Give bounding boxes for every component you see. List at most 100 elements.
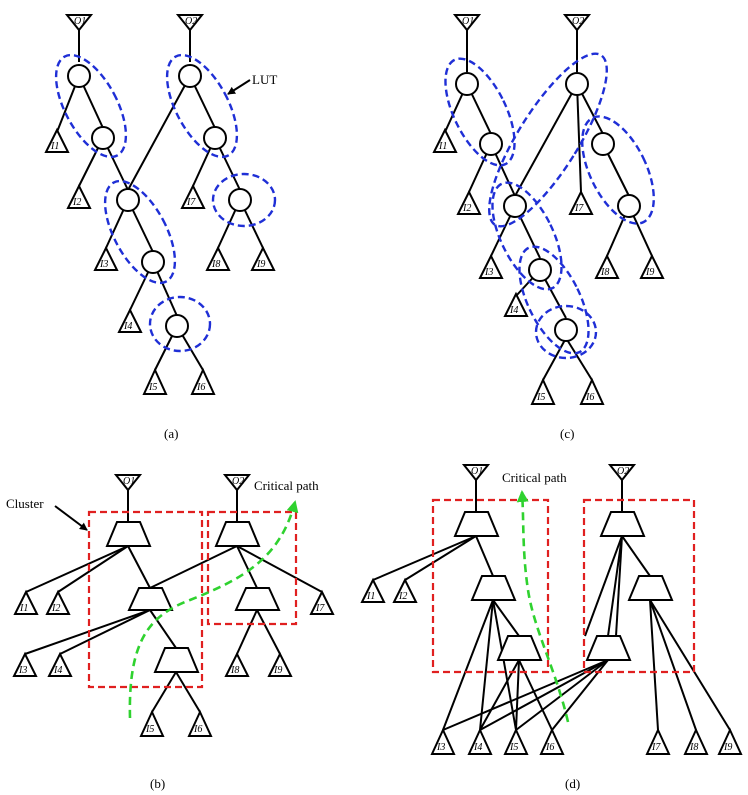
input-label: I7 <box>186 197 196 208</box>
panel-a-input-i2: I2 <box>66 183 92 209</box>
panel-b: O1 O2 I1 I2 I7 I3 I4 I8 I9 I5 I6 Cluster… <box>6 474 335 791</box>
panel-b-input-i5: I5 <box>139 709 165 737</box>
panel-a-input-i5: I5 <box>142 367 168 395</box>
panel-c-input-i2: I2 <box>456 189 482 215</box>
lut-grouping <box>581 115 655 225</box>
panel-d-output-o1: O1 <box>461 464 491 482</box>
input-label: I6 <box>545 742 554 753</box>
panel-b-input-i2: I2 <box>45 589 71 615</box>
panel-c-input-i7: I7 <box>568 189 594 215</box>
panel-d-input-i2: I2 <box>392 577 418 603</box>
panel-b-input-i4: I4 <box>47 651 73 677</box>
panel-d: O1 O2 I1 I2 I3 I4 I5 I6 I7 I8 I9 Critica… <box>360 464 743 791</box>
lut-node <box>141 250 165 274</box>
input-label: I5 <box>509 742 518 753</box>
input-label: I7 <box>651 742 661 753</box>
lut-node <box>228 188 252 212</box>
lut-node <box>565 72 589 96</box>
input-label: I2 <box>72 197 81 208</box>
lut-grouping <box>444 57 516 167</box>
panel-c-output-o2: O2 <box>562 14 592 32</box>
input-label: I9 <box>723 742 732 753</box>
panel-a-input-i9: I9 <box>250 245 276 271</box>
output-label: O1 <box>471 466 483 477</box>
input-label: I1 <box>438 141 447 152</box>
input-label: I9 <box>273 665 282 676</box>
input-label: I2 <box>398 591 407 602</box>
panel-a-output-o1: O1 <box>64 14 94 32</box>
panel-d-output-o2: O2 <box>607 464 637 482</box>
cluster-label: Cluster <box>6 496 44 511</box>
input-label: I5 <box>536 392 545 403</box>
panel-b-output-o2: O2 <box>222 474 252 492</box>
lut-label: LUT <box>252 72 277 87</box>
input-label: I6 <box>196 382 205 393</box>
cluster-box <box>582 498 696 674</box>
panel-b-input-i8: I8 <box>224 651 250 677</box>
input-label: I5 <box>145 724 154 735</box>
panel-a: O1 O2 I1 I2 I7 I3 I8 I9 I4 I5 I6 LUT (a) <box>44 14 277 441</box>
input-label: I4 <box>473 742 482 753</box>
critical-path-arrow <box>128 500 299 719</box>
panel-d-input-i8: I8 <box>683 727 709 755</box>
critical-path-label: Critical path <box>502 470 567 485</box>
input-label: I2 <box>51 603 60 614</box>
input-label: I7 <box>574 203 584 214</box>
lut-grouping <box>491 181 563 291</box>
mux-node <box>234 587 281 611</box>
panel-a-input-i3: I3 <box>93 245 119 271</box>
input-label: I6 <box>585 392 594 403</box>
mux-node <box>127 587 174 611</box>
mux-node <box>496 635 543 661</box>
panel-d-edges <box>372 478 731 731</box>
input-label: I3 <box>436 742 445 753</box>
critical-path-label: Critical path <box>254 478 319 493</box>
input-label: I6 <box>193 724 202 735</box>
panel-c-input-i6: I6 <box>579 377 605 405</box>
lut-node <box>503 194 527 218</box>
panel-c-caption: (c) <box>560 426 574 441</box>
panel-b-input-i1: I1 <box>13 589 39 615</box>
input-label: I2 <box>462 203 471 214</box>
input-label: I9 <box>256 259 265 270</box>
panel-a-caption: (a) <box>164 426 178 441</box>
input-label: I7 <box>315 603 325 614</box>
lut-node <box>165 314 189 338</box>
input-label: I9 <box>645 267 654 278</box>
input-label: I1 <box>366 591 375 602</box>
input-label: I8 <box>230 665 239 676</box>
input-label: I3 <box>484 267 493 278</box>
panel-d-input-i5: I5 <box>503 727 529 755</box>
output-label: O2 <box>572 16 584 27</box>
lut-node <box>479 132 503 156</box>
output-label: O1 <box>74 16 86 27</box>
panel-b-output-o1: O1 <box>113 474 143 492</box>
panel-a-input-i7: I7 <box>180 183 206 209</box>
mux-node <box>105 521 152 547</box>
panel-c-input-i1: I1 <box>432 127 458 153</box>
lut-node <box>203 126 227 150</box>
input-label: I1 <box>19 603 28 614</box>
lut-grouping <box>534 304 598 360</box>
panel-c: O1 O2 I1 I2 I7 I3 I8 I9 I4 I5 I6 (c) <box>432 14 665 441</box>
mux-node <box>599 511 646 537</box>
panel-d-caption: (d) <box>565 776 580 791</box>
panel-c-input-i8: I8 <box>594 253 620 279</box>
lut-node <box>528 258 552 282</box>
lut-node <box>67 64 91 88</box>
lut-node <box>178 64 202 88</box>
panel-d-input-i3: I3 <box>430 727 456 755</box>
input-label: I4 <box>53 665 62 676</box>
critical-path-arrow <box>516 490 570 723</box>
input-label: I5 <box>148 382 157 393</box>
panel-b-input-i3: I3 <box>12 651 38 677</box>
input-label: I8 <box>211 259 220 270</box>
input-label: I8 <box>689 742 698 753</box>
panel-a-output-o2: O2 <box>175 14 205 32</box>
lut-grouping <box>518 245 590 355</box>
panel-c-input-i9: I9 <box>639 253 665 279</box>
panel-c-output-o1: O1 <box>452 14 482 32</box>
mux-node <box>153 647 200 673</box>
cluster-box <box>431 498 550 674</box>
output-label: O1 <box>123 476 135 487</box>
